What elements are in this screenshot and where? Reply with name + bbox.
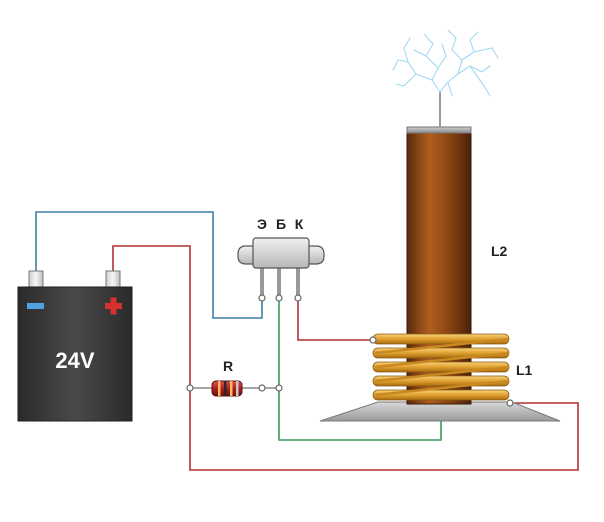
resistor-band bbox=[236, 381, 239, 396]
resistor-label: R bbox=[223, 358, 233, 374]
primary-coil-link bbox=[374, 379, 510, 397]
resistor-band bbox=[224, 381, 227, 396]
transistor: Э Б К bbox=[237, 216, 325, 302]
transistor-pins bbox=[260, 266, 264, 298]
primary-coil-link bbox=[374, 337, 510, 355]
spark-branch bbox=[395, 73, 417, 87]
transistor-pin-end bbox=[258, 294, 266, 302]
spark-branch bbox=[437, 43, 447, 69]
battery: 24V bbox=[17, 270, 133, 422]
coil-lead-end bbox=[506, 399, 514, 407]
transistor-pin-label-collector: К bbox=[295, 216, 304, 232]
transistor-pin-end bbox=[275, 294, 283, 302]
resistor-band bbox=[218, 381, 221, 396]
transistor-pins bbox=[277, 266, 281, 298]
battery-plus-symbol bbox=[110, 297, 117, 315]
spark-branch bbox=[413, 49, 427, 57]
wire-base-to-l2 bbox=[278, 298, 442, 441]
coil-base-platform bbox=[319, 401, 561, 422]
primary-coil-link bbox=[374, 365, 510, 383]
wire-emitter-to-battery-minus bbox=[35, 211, 263, 319]
spark-branch bbox=[447, 81, 453, 97]
transistor-body bbox=[252, 237, 310, 269]
top-terminal-cap bbox=[406, 126, 472, 134]
secondary-coil-label: L2 bbox=[491, 243, 508, 259]
spark-branch bbox=[403, 37, 411, 63]
coil-lead-end bbox=[369, 336, 377, 344]
junction-dot bbox=[186, 384, 194, 392]
junction-dot bbox=[258, 384, 266, 392]
resistor-band bbox=[230, 381, 233, 396]
transistor-pins bbox=[296, 266, 300, 298]
primary-coil-link bbox=[374, 351, 510, 369]
spark-branch bbox=[439, 65, 491, 93]
primary-coil-l1 bbox=[369, 333, 514, 407]
resistor: R bbox=[211, 358, 243, 397]
battery-voltage-label: 24V bbox=[55, 348, 94, 373]
transistor-pin-end bbox=[294, 294, 302, 302]
junction-dot bbox=[275, 384, 283, 392]
wire-battery-plus-to-l1 bbox=[112, 245, 579, 471]
spark-branch bbox=[423, 33, 441, 93]
spark-discharge bbox=[392, 29, 499, 97]
spark-branch bbox=[447, 29, 463, 61]
battery-terminal-plus bbox=[105, 270, 121, 288]
transistor-pin-label-emitter: Э bbox=[257, 216, 267, 232]
wire-collector-to-l1 bbox=[297, 298, 373, 341]
battery-minus-symbol bbox=[27, 303, 44, 309]
battery-terminal-minus bbox=[28, 270, 44, 288]
spark-branch bbox=[473, 47, 499, 59]
transistor-pin-label-base: Б bbox=[276, 216, 286, 232]
primary-coil-label: L1 bbox=[516, 362, 533, 378]
spark-branch bbox=[469, 65, 491, 97]
